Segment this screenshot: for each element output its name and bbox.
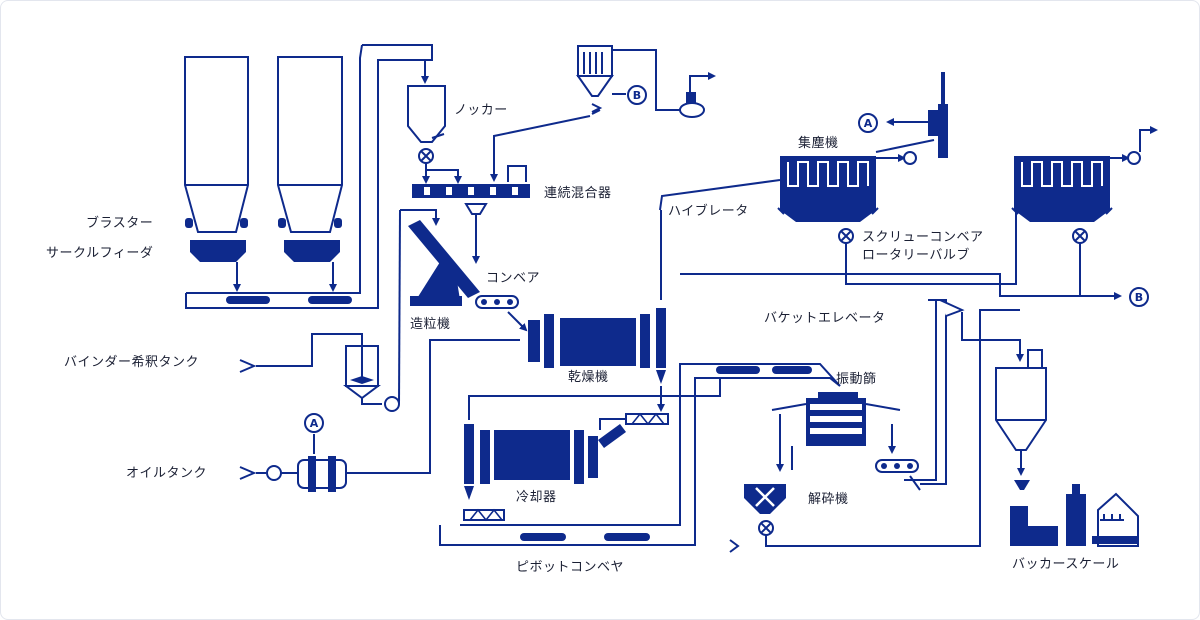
screw-conveyor-icon xyxy=(625,412,669,426)
cooler-icon xyxy=(464,424,626,500)
svg-text:B: B xyxy=(1135,291,1143,304)
belt-segment-icon xyxy=(716,366,760,374)
product-hopper-icon xyxy=(995,349,1047,451)
silo-right xyxy=(277,56,343,233)
belt-segment-icon xyxy=(520,533,566,541)
rotary-valve-label: ロータリーバルブ xyxy=(862,248,970,263)
crusher-label: 解砕機 xyxy=(808,492,849,507)
collect-conveyor-line xyxy=(185,44,433,309)
fan-icon xyxy=(903,151,917,165)
circle-feeder-label: サークルフィーダ xyxy=(46,246,154,261)
knocker-label: ノッカー xyxy=(454,103,508,118)
belt-segment-icon xyxy=(604,533,650,541)
dust-collector-icon xyxy=(1011,156,1113,222)
conveyor-icon xyxy=(875,459,919,473)
connector-b-top: B xyxy=(627,85,647,105)
dryer-icon xyxy=(528,308,666,384)
blaster-icon xyxy=(185,218,342,228)
stack-icon xyxy=(928,72,948,158)
pivot-conveyor-line xyxy=(439,377,841,546)
dust-collector-icon xyxy=(777,156,879,222)
bucket-elevator-label: バケットエレベータ xyxy=(764,311,886,326)
dryer-label: 乾燥機 xyxy=(568,370,609,385)
fan-icon xyxy=(1127,151,1141,165)
binder-tank-label: バインダー希釈タンク xyxy=(64,355,200,370)
vibrating-screen-label: 振動篩 xyxy=(836,372,877,387)
screw-conveyor-icon xyxy=(463,508,505,522)
blaster-label: ブラスター xyxy=(86,216,154,231)
svg-text:B: B xyxy=(633,89,641,102)
silo-left xyxy=(184,56,249,233)
packer-scale-label: バッカースケール xyxy=(1012,557,1120,572)
conveyor-label: コンベア xyxy=(486,271,541,286)
burner-icon xyxy=(297,456,347,492)
connector-a-top: A xyxy=(858,113,878,133)
svg-text:A: A xyxy=(310,417,319,430)
oil-pump-icon xyxy=(266,465,282,481)
pump-icon xyxy=(384,396,400,412)
binder-inlet-icon xyxy=(239,359,257,373)
vibrator-label: ハイブレータ xyxy=(668,204,749,219)
connector-a-bottom: A xyxy=(304,413,324,433)
screw-conveyor-label: スクリューコンベア xyxy=(862,230,984,245)
belt-segment-icon xyxy=(772,366,812,374)
knocker-hopper xyxy=(407,85,446,143)
conveyor-icon xyxy=(475,295,519,309)
cyclone-icon xyxy=(576,45,614,115)
oil-inlet-icon xyxy=(239,466,257,480)
crusher-icon xyxy=(744,484,786,514)
continuous-mixer-icon xyxy=(412,165,530,215)
belt-segment-icon xyxy=(226,296,270,304)
connector-b-right: B xyxy=(1129,287,1149,307)
granulator-label: 造粒機 xyxy=(410,317,451,332)
dust-collector-label: 集塵機 xyxy=(798,136,839,151)
bucket-elevator-icon xyxy=(904,299,965,485)
binder-tank-icon xyxy=(343,340,381,400)
circle-feeder-icon xyxy=(190,240,340,262)
pivot-conveyor-label: ピボットコンベヤ xyxy=(516,560,625,575)
vibrating-screen-icon xyxy=(771,392,901,446)
continuous-mixer-label: 連続混合器 xyxy=(544,186,612,201)
packer-scale-icon xyxy=(1010,480,1139,547)
oil-tank-label: オイルタンク xyxy=(126,466,208,481)
cooler-label: 冷却器 xyxy=(516,490,557,505)
belt-segment-icon xyxy=(308,296,352,304)
granulator-icon xyxy=(408,220,480,306)
svg-text:A: A xyxy=(864,117,873,130)
fan-icon xyxy=(679,92,705,118)
